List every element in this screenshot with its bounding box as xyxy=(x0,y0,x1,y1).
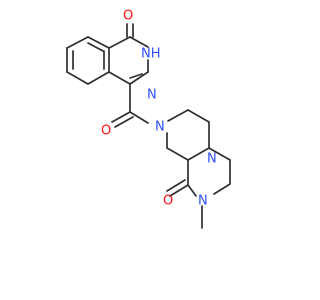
bond xyxy=(111,111,131,123)
bond xyxy=(66,71,89,85)
bond xyxy=(66,36,89,49)
bond xyxy=(87,42,104,52)
oxygen-atom-label: O xyxy=(123,9,133,24)
bond xyxy=(108,36,131,49)
nitrogen-atom-label: N xyxy=(198,194,208,209)
bond xyxy=(129,36,149,48)
bond xyxy=(187,109,210,123)
nitrogen-atom-label: N xyxy=(155,120,165,135)
oxygen-atom-label: O xyxy=(163,194,173,209)
nitrogen-atom-label: N xyxy=(207,152,217,167)
bond xyxy=(166,179,186,192)
bond xyxy=(187,184,197,197)
bond xyxy=(187,147,210,161)
atom-label-layer: O NH N O N N O N xyxy=(101,9,217,209)
bond-layer xyxy=(66,23,231,229)
bond xyxy=(129,111,149,124)
nh-atom-label: NH xyxy=(141,47,161,62)
bond xyxy=(114,116,134,128)
bond xyxy=(169,184,189,197)
bond xyxy=(108,71,131,85)
bond xyxy=(129,71,149,85)
molecule-diagram: O NH N O N N O N xyxy=(66,9,231,229)
bond xyxy=(129,73,143,79)
bond xyxy=(87,71,110,85)
bond xyxy=(87,36,110,49)
nitrogen-atom-label: N xyxy=(147,88,157,103)
bond xyxy=(213,183,231,195)
structure-svg: O NH N O N N O N xyxy=(66,9,231,229)
oxygen-atom-label: O xyxy=(101,124,111,139)
bond xyxy=(208,147,231,161)
bond xyxy=(167,109,189,122)
bond xyxy=(166,147,189,161)
